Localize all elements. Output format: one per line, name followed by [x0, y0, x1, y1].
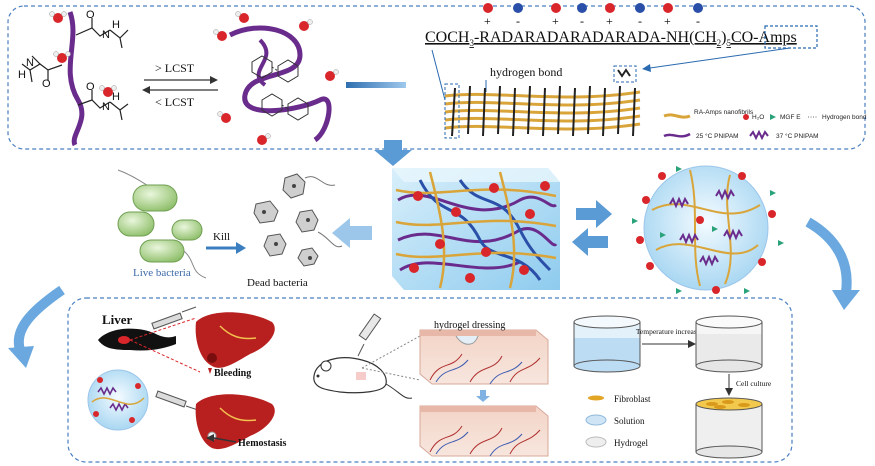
charge-sign: +	[484, 14, 491, 28]
syringe-icon	[151, 306, 197, 330]
kill-label: Kill	[213, 231, 230, 243]
hydrogel-dressing-label: hydrogel dressing	[434, 320, 505, 331]
charge-sign: -	[580, 14, 584, 28]
charge-sign: +	[664, 14, 671, 28]
solution-cylinder	[573, 315, 641, 373]
dead-bacteria-label: Dead bacteria	[247, 277, 308, 289]
charge-dot	[577, 3, 587, 13]
rat-silhouette	[98, 328, 176, 351]
legend-hydrogel: Hydrogel	[585, 436, 648, 448]
legend-mgf: MGF E	[770, 114, 801, 121]
hydrogel-cube	[392, 168, 560, 290]
top-panel-border	[7, 5, 866, 150]
charge-dot	[513, 3, 523, 13]
curved-arrow-left	[8, 285, 65, 368]
bottom-legend: Fibroblast Solution Hydrogel	[585, 394, 651, 448]
live-bacteria-label: Live bacteria	[133, 267, 191, 279]
svg-text:Fibroblast: Fibroblast	[614, 394, 651, 404]
svg-text:Hydrogel: Hydrogel	[614, 438, 648, 448]
legend-pnipam37: 37 °C PNIPAM	[749, 129, 819, 141]
liver-bleeding-icon	[195, 312, 275, 374]
charge-dot	[551, 3, 561, 13]
hydrogel-cylinder	[695, 315, 763, 373]
live-bacteria: Live bacteria	[117, 169, 207, 279]
svg-text:O: O	[86, 9, 95, 21]
connector-bar	[346, 82, 406, 88]
syringe-icon	[155, 390, 199, 411]
liver-label: Liver	[102, 312, 133, 327]
lcst-arrows: > LCST < LCST	[142, 61, 218, 109]
svg-text:25 °C PNIPAM: 25 °C PNIPAM	[696, 132, 739, 140]
charge-dot	[483, 3, 493, 13]
amps-highlight-box	[764, 25, 818, 49]
left-arrow-icon	[332, 218, 372, 248]
dead-bacteria: Dead bacteria	[247, 173, 343, 289]
peptide-sequence: COCH3-RADARADARADARADA-NH(CH2)5CO-Amps	[425, 29, 797, 48]
down-arrow-icon	[476, 390, 490, 402]
charge-sign: +	[552, 14, 559, 28]
charge-sign: +	[606, 14, 613, 28]
charge-sign: -	[696, 14, 700, 28]
legend-hbond: Hydrogen bond	[808, 114, 867, 121]
charge-markers: + - + - + - + -	[483, 3, 703, 28]
top-legend: RA-Amps nanofibrils H₂O MGF E Hydrogen b…	[663, 109, 867, 141]
syringe-icon	[357, 313, 382, 357]
svg-text:O: O	[86, 81, 95, 93]
skin-wound-healed	[419, 405, 549, 457]
lcst-forward-label: > LCST	[155, 61, 195, 75]
charge-dot	[663, 3, 673, 13]
svg-text:N: N	[102, 29, 110, 41]
cell-culture-cylinder	[695, 397, 763, 459]
collapsed-pnipam	[213, 11, 339, 145]
legend-h2o: H₂O	[743, 114, 764, 121]
kill-arrow: Kill	[206, 231, 246, 254]
svg-text:O: O	[42, 78, 51, 90]
water-molecule-icon	[49, 11, 117, 97]
legend-solution: Solution	[585, 414, 645, 426]
svg-text:N: N	[26, 57, 34, 69]
bottom-panel-border	[67, 297, 793, 463]
charge-sign: -	[516, 14, 520, 28]
svg-text:MGF E: MGF E	[780, 114, 801, 121]
curved-arrow-right	[805, 217, 860, 310]
cell-culture-label: Cell culture	[736, 379, 772, 388]
nanofibril-assembly	[444, 65, 641, 139]
svg-text:Hydrogen bond: Hydrogen bond	[822, 114, 867, 121]
bleeding-label: Bleeding	[214, 368, 251, 379]
skin-wound-top	[419, 329, 549, 385]
lcst-reverse-label: < LCST	[155, 95, 195, 109]
legend-fibroblast: Fibroblast	[588, 394, 651, 404]
legend-pnipam25: 25 °C PNIPAM	[663, 132, 739, 140]
charge-sign: -	[638, 14, 642, 28]
hemostasis-label: Hemostasis	[238, 438, 286, 449]
mouse-icon	[313, 357, 413, 399]
svg-text:H₂O: H₂O	[752, 114, 764, 121]
charge-dot	[635, 3, 645, 13]
svg-text:N: N	[102, 101, 110, 113]
charge-dot	[693, 3, 703, 13]
legend-ra-amps: RA-Amps nanofibrils	[663, 109, 754, 119]
svg-text:RA-Amps nanofibrils: RA-Amps nanofibrils	[694, 109, 754, 116]
bottom-panel: Liver Bleeding	[67, 297, 793, 463]
svg-text:H: H	[112, 91, 120, 103]
hydrogen-bond-label: hydrogen bond	[490, 65, 562, 79]
double-arrows	[572, 200, 612, 256]
hydrogel-sphere-small	[87, 369, 149, 431]
charge-dot	[605, 3, 615, 13]
svg-text:Solution: Solution	[614, 416, 645, 426]
liver-hemostasis-icon	[195, 394, 275, 450]
pnipam-molecule: O N H O N H O N H	[18, 9, 129, 147]
svg-text:H: H	[112, 19, 120, 31]
temperature-increase-label: Temperature increase	[636, 327, 701, 336]
down-arrow-icon	[374, 140, 412, 166]
solution-sphere	[632, 165, 784, 294]
svg-text:H: H	[18, 69, 26, 81]
svg-text:37 °C PNIPAM: 37 °C PNIPAM	[776, 132, 819, 140]
top-panel: O N H O N H O N H > LCST < LCST	[7, 3, 867, 150]
